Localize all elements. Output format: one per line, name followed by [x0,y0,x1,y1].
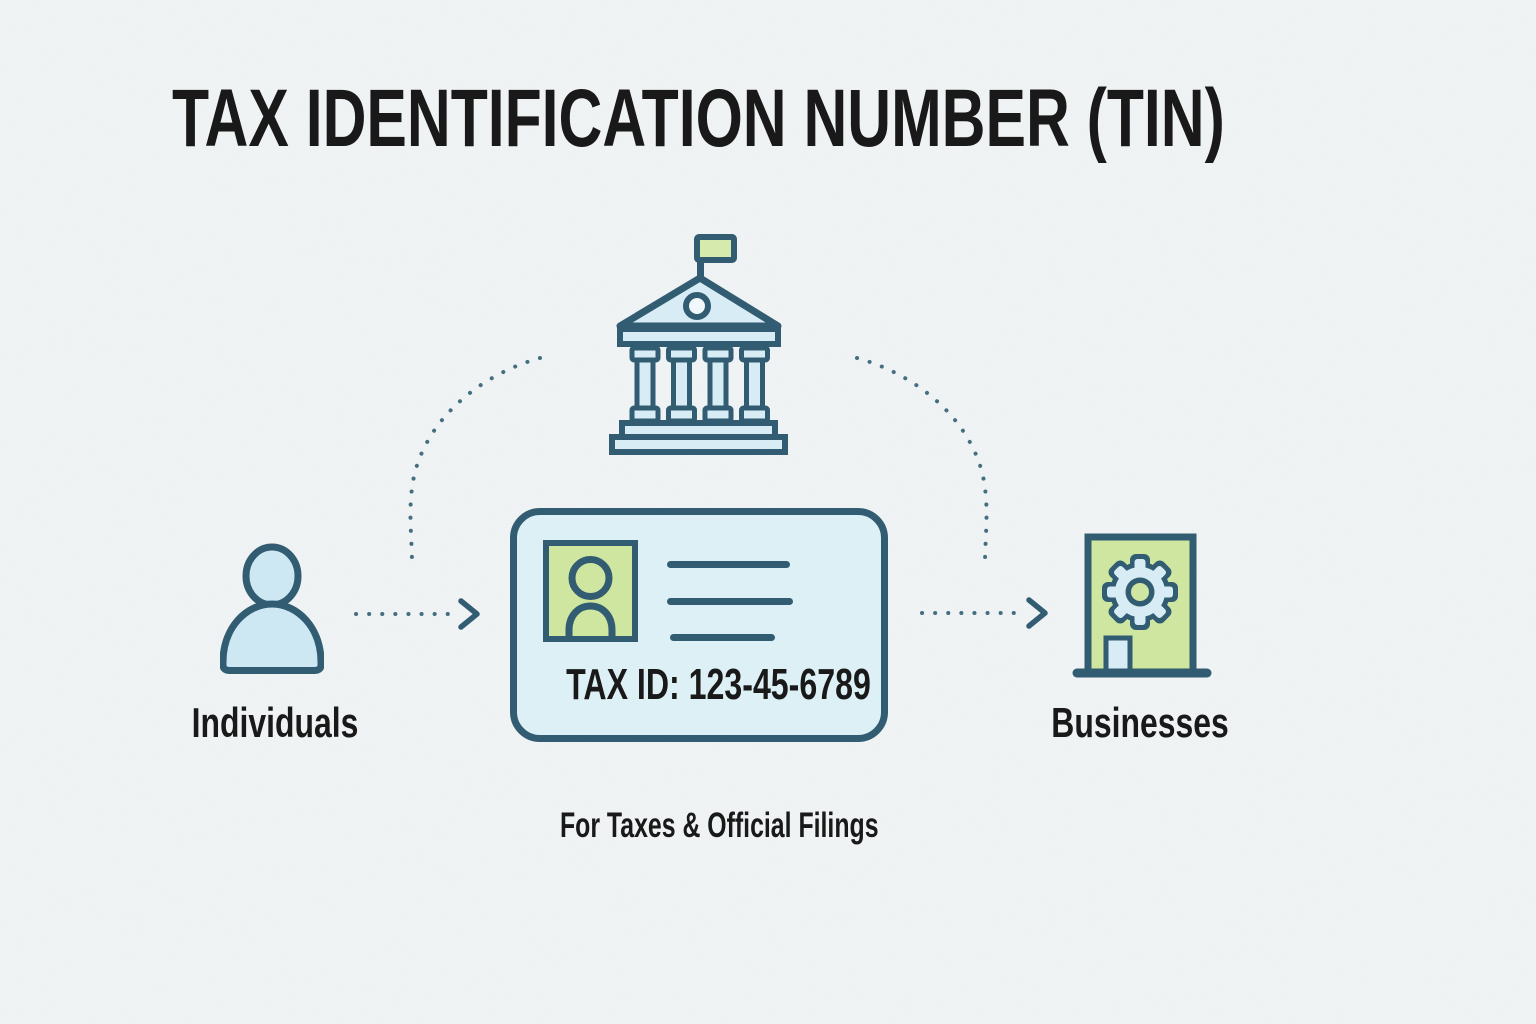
building-gear-icon [1072,533,1212,678]
businesses-label: Businesses [1051,699,1229,746]
arrow-individuals-to-card-head [458,598,480,630]
bank-columns [629,345,770,424]
card-detail-line [670,634,775,641]
pediment-window [683,292,711,320]
person-photo-icon [565,556,616,636]
caption-text: For Taxes & Official Filings [560,806,879,845]
person-body [220,600,324,674]
id-card: TAX ID: 123-45-6789 [510,508,888,742]
person-head [242,543,302,609]
card-detail-line [667,561,790,568]
page-title: TAX IDENTIFICATION NUMBER (TIN) [172,73,1225,164]
person-icon [220,543,324,674]
building-door [1103,635,1133,677]
gear-icon [1102,554,1178,630]
card-detail-line [667,598,793,605]
card-photo [543,540,638,642]
individuals-label: Individuals [191,699,359,746]
bank-step-lower [609,434,788,455]
flag-icon [694,234,737,263]
bank-architrave [617,326,781,347]
arrow-card-to-businesses-head [1026,597,1048,629]
tax-id-text: TAX ID: 123-45-6789 [566,660,871,709]
bank-icon [609,234,788,455]
